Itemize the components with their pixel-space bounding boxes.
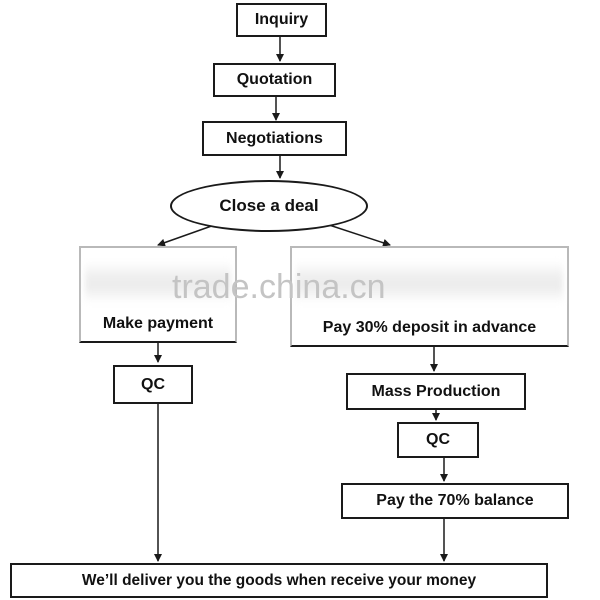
pay-deposit-label: Pay 30% deposit in advance [322, 319, 537, 336]
quotation-label: Quotation [236, 71, 313, 88]
deliver-box: We’ll deliver you the goods when receive… [10, 563, 548, 598]
mass-production-box: Mass Production [346, 373, 526, 410]
obscured-text-region [85, 260, 231, 304]
mass-production-label: Mass Production [371, 382, 501, 400]
deliver-label: We’ll deliver you the goods when receive… [81, 571, 477, 589]
quotation-box: Quotation [213, 63, 336, 97]
make-payment-box: Make payment [79, 246, 237, 343]
pay-deposit-box: Pay 30% deposit in advance [290, 246, 569, 347]
negotiations-label: Negotiations [226, 129, 323, 147]
close-deal-label: Close a deal [219, 196, 319, 215]
pay-balance-label: Pay the 70% balance [376, 492, 534, 509]
qc-left-label: QC [141, 375, 165, 393]
inquiry-box: Inquiry [236, 3, 327, 37]
qc-right-box: QC [397, 422, 479, 458]
watermark-text: trade.china.cn [172, 268, 386, 306]
obscured-text-region [296, 260, 563, 304]
close-deal-ellipse: Close a deal [170, 180, 368, 232]
qc-right-label: QC [426, 431, 450, 448]
make-payment-label: Make payment [102, 315, 214, 332]
inquiry-label: Inquiry [254, 11, 309, 28]
negotiations-box: Negotiations [202, 121, 347, 156]
pay-balance-box: Pay the 70% balance [341, 483, 569, 519]
qc-left-box: QC [113, 365, 193, 404]
